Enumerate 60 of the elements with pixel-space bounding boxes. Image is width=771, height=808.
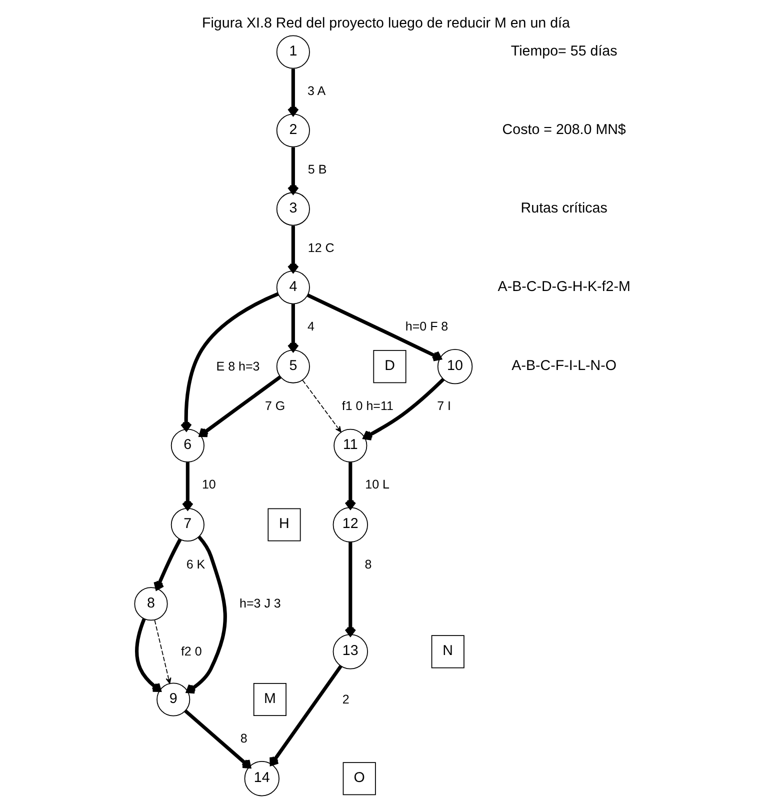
arrow xyxy=(154,620,171,684)
edge-label: f2 0 xyxy=(180,644,202,658)
arrow xyxy=(302,380,341,432)
node-box: O xyxy=(342,762,376,796)
node-circle: 5 xyxy=(276,350,310,384)
arrow xyxy=(180,292,278,432)
diagram-title: Figura XI.8 Red del proyecto luego de reducir M en un día xyxy=(202,15,570,32)
node-circle: 11 xyxy=(333,428,367,462)
arrow xyxy=(286,304,298,352)
arrow xyxy=(306,294,442,362)
arrow xyxy=(198,375,281,438)
arrow xyxy=(186,536,226,694)
edge-label: 7 G xyxy=(264,399,285,414)
node-box: D xyxy=(372,350,406,384)
node-circle: 4 xyxy=(276,270,310,304)
node-circle: 14 xyxy=(244,761,279,796)
arrow xyxy=(134,618,161,692)
edge-label: f1 0 h=11 xyxy=(341,399,393,414)
edge-label: 6 K xyxy=(186,557,205,572)
arrow xyxy=(286,147,298,194)
edge-label: 10 L xyxy=(364,478,389,492)
node-circle: 9 xyxy=(156,682,190,716)
node-circle: 7 xyxy=(170,508,204,542)
node-circle: 12 xyxy=(332,507,368,542)
node-circle: 13 xyxy=(332,634,368,670)
label: Rutas críticas xyxy=(520,200,607,216)
node-circle: 6 xyxy=(170,428,204,462)
edge-label: 12 C xyxy=(307,240,334,255)
edge-label: 2 xyxy=(342,692,349,706)
arrow xyxy=(286,68,298,116)
arrow xyxy=(153,538,182,590)
label: A-B-C-D-G-H-K-f2-M xyxy=(497,278,630,295)
edge-label: 4 xyxy=(306,319,314,334)
node-box: H xyxy=(267,508,300,542)
node-box: N xyxy=(430,635,464,668)
edge-label: 5 B xyxy=(307,162,326,176)
node-circle: 8 xyxy=(134,587,168,621)
label: Costo = 208.0 MN$ xyxy=(502,122,626,138)
edge-label: 3 A xyxy=(306,84,326,98)
node-circle: 2 xyxy=(276,114,310,148)
edge-label: h=3 J 3 xyxy=(239,596,280,611)
edge-label: E 8 h=3 xyxy=(216,359,260,374)
edge-label: 8 xyxy=(364,557,372,572)
arrow xyxy=(184,709,251,768)
arrow xyxy=(286,226,298,273)
node-circle: 3 xyxy=(276,192,310,226)
edge-label: 7 I xyxy=(436,399,451,414)
node-circle: 1 xyxy=(276,35,310,69)
arrow xyxy=(344,542,356,636)
edge-label: h=0 F 8 xyxy=(404,319,448,334)
label: A-B-C-F-I-L-N-O xyxy=(511,358,616,374)
node-box: M xyxy=(252,682,286,716)
arrow xyxy=(181,462,193,510)
label: Tiempo= 55 días xyxy=(510,43,617,60)
node-circle: 10 xyxy=(436,348,472,384)
arrow xyxy=(269,664,342,766)
arrow xyxy=(344,462,356,510)
arrow xyxy=(362,378,444,440)
edge-label: 8 xyxy=(240,732,247,746)
edge-label: 10 xyxy=(201,478,216,492)
